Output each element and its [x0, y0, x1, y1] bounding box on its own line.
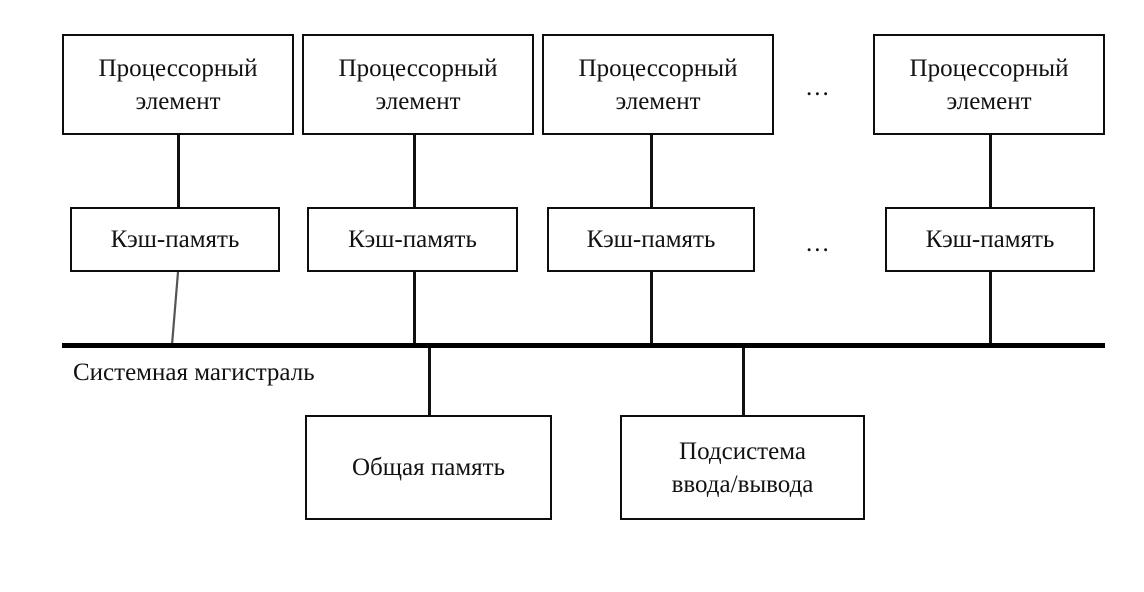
processor-element-box-1: Процессорный элемент — [62, 34, 294, 135]
shared-memory-box: Общая память — [305, 415, 552, 520]
processor-element-box-4: Процессорный элемент — [873, 34, 1105, 135]
processor-element-box-3: Процессорный элемент — [542, 34, 774, 135]
connector-pe3-to-cache3 — [650, 134, 653, 208]
connector-cache1-to-bus — [170, 271, 180, 346]
connector-bus-to-shared-memory — [428, 346, 431, 416]
connector-cache4-to-bus — [989, 271, 992, 346]
processor-element-label-line2: элемент — [135, 87, 221, 115]
cache-memory-label: Кэш-память — [110, 226, 240, 253]
cache-memory-box-2: Кэш-память — [307, 207, 518, 272]
processor-element-label-line2: элемент — [375, 87, 461, 115]
cache-memory-label: Кэш-память — [925, 226, 1055, 253]
cache-memory-box-3: Кэш-память — [547, 207, 755, 272]
processor-element-label-line2: элемент — [615, 87, 701, 115]
system-bus-line — [62, 343, 1105, 348]
connector-pe4-to-cache4 — [989, 134, 992, 208]
cache-memory-box-1: Кэш-память — [70, 207, 280, 272]
processor-row-ellipsis: ... — [806, 74, 831, 101]
processor-element-label-line1: Процессорный — [909, 54, 1069, 82]
cache-memory-label: Кэш-память — [348, 226, 477, 253]
processor-element-label-line1: Процессорный — [98, 54, 258, 82]
cache-memory-box-4: Кэш-память — [885, 207, 1095, 272]
connector-pe1-to-cache1 — [177, 134, 180, 208]
io-subsystem-box: Подсистема ввода/вывода — [620, 415, 865, 520]
processor-element-box-2: Процессорный элемент — [302, 34, 534, 135]
connector-cache3-to-bus — [650, 271, 653, 346]
cache-memory-label: Кэш-память — [586, 226, 716, 253]
cache-row-ellipsis: ... — [806, 230, 831, 257]
connector-pe2-to-cache2 — [413, 134, 416, 208]
shared-memory-label: Общая память — [352, 454, 505, 481]
io-subsystem-label-line2: ввода/вывода — [671, 470, 814, 498]
processor-element-label-line1: Процессорный — [338, 54, 498, 82]
system-bus-label: Системная магистраль — [73, 359, 315, 386]
connector-cache2-to-bus — [413, 271, 416, 346]
connector-bus-to-io-subsystem — [742, 346, 745, 416]
processor-element-label-line2: элемент — [946, 87, 1032, 115]
processor-element-label-line1: Процессорный — [578, 54, 738, 82]
io-subsystem-label-line1: Подсистема — [679, 437, 806, 465]
